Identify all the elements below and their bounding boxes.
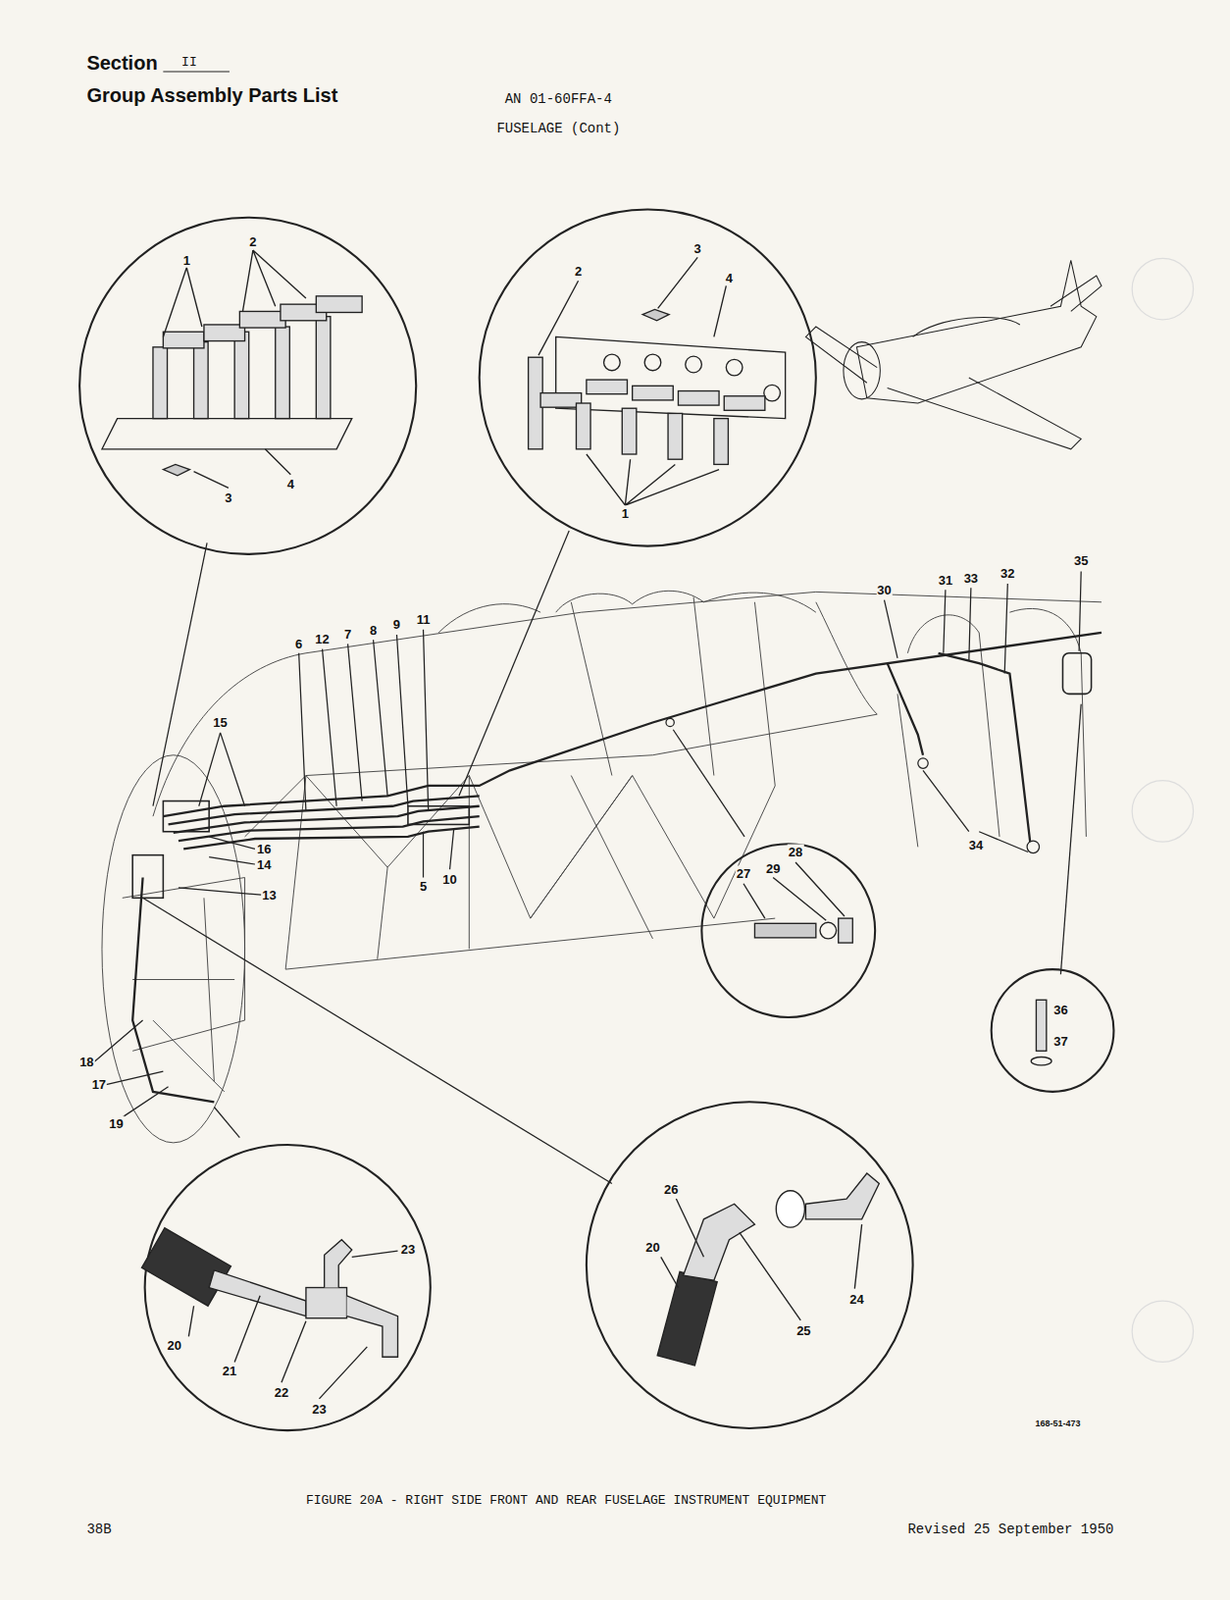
callout-number: 34	[968, 836, 984, 852]
callout-number: 15	[211, 715, 228, 730]
callout-number: 26	[663, 1181, 679, 1197]
callout-number: 28	[787, 844, 804, 860]
callout-number: 7	[343, 625, 353, 641]
callout-number: 3	[693, 240, 703, 256]
document-number: AN 01-60FFA-4	[505, 92, 613, 106]
callout-number: 2	[573, 262, 583, 278]
callout-number: 4	[724, 269, 734, 285]
callout-number: 8	[368, 621, 378, 637]
callout-number: 36	[1052, 1002, 1069, 1018]
callout-number: 27	[735, 866, 752, 881]
section-number: II	[181, 55, 198, 69]
callout-number: 25	[795, 1322, 812, 1337]
callout-number: 1	[620, 506, 630, 521]
callout-number: 19	[107, 1115, 124, 1130]
callout-number: 22	[273, 1384, 290, 1400]
callout-number: 37	[1052, 1032, 1069, 1048]
callout-number: 20	[644, 1238, 661, 1254]
figure-caption: FIGURE 20A - RIGHT SIDE FRONT AND REAR F…	[306, 1493, 827, 1507]
callout-number: 35	[1073, 552, 1089, 567]
callout-number: 23	[400, 1240, 416, 1256]
callout-number: 9	[392, 616, 402, 632]
callout-number: 29	[765, 860, 781, 875]
callout-number: 4	[286, 475, 296, 491]
callout-number: 3	[223, 490, 233, 506]
callout-number: 30	[875, 582, 892, 598]
callout-number: 13	[260, 886, 277, 902]
callout-number: 17	[91, 1076, 107, 1092]
callout-number: 33	[963, 569, 979, 585]
callout-number: 32	[999, 565, 1016, 581]
callout-number: 14	[256, 856, 272, 872]
page-title: Group Assembly Parts List	[86, 85, 338, 105]
callout-number: 5	[418, 877, 428, 893]
callout-number: 6	[294, 636, 304, 652]
callout-number: 31	[937, 571, 954, 587]
callout-number: 21	[221, 1363, 238, 1379]
callout-number: 18	[78, 1054, 95, 1070]
page-number: 38B	[86, 1522, 111, 1537]
callout-number: 20	[166, 1337, 183, 1353]
callout-number: 11	[415, 612, 432, 627]
callout-number: 10	[441, 871, 458, 887]
callout-number: 16	[256, 841, 272, 857]
revision-date: Revised 25 September 1950	[907, 1522, 1114, 1537]
section-label: Section	[86, 52, 157, 73]
callout-number: 24	[848, 1290, 865, 1306]
page-subtitle: FUSELAGE (Cont)	[496, 121, 620, 136]
callout-number: 1	[182, 253, 192, 268]
callout-number: 2	[248, 234, 257, 250]
callout-number: 12	[313, 630, 330, 646]
callout-number: 23	[310, 1400, 327, 1416]
drawing-number: 168-51-473	[1034, 1419, 1080, 1429]
